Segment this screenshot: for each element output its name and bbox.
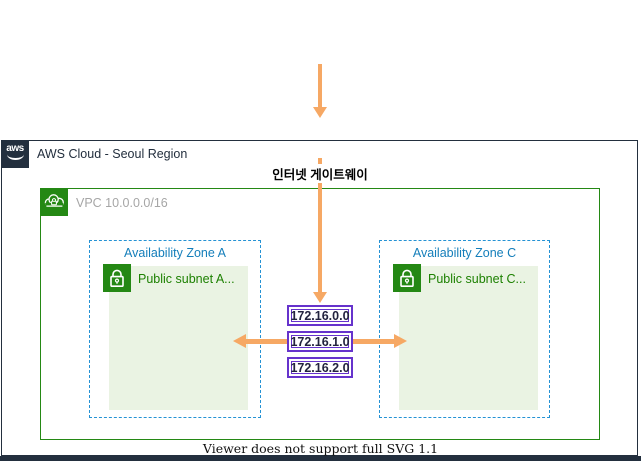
region-title: AWS Cloud - Seoul Region	[37, 147, 188, 161]
subnet-a-padlock-icon	[103, 264, 131, 292]
route-entry-box: 172.16.1.0	[287, 331, 353, 352]
gateway-arrow-head-icon	[313, 292, 327, 303]
public-subnet-a-label: Public subnet A...	[138, 272, 235, 286]
bottom-border-bar	[0, 456, 641, 461]
route-entry-box: 172.16.2.0	[287, 357, 353, 378]
availability-zone-a-box	[89, 240, 261, 418]
aws-logo-text: aws	[6, 143, 24, 154]
public-subnet-c-label: Public subnet C...	[428, 272, 526, 286]
gateway-arrow-shaft	[318, 158, 322, 293]
internet-gateway-label: 인터넷 게이트웨이	[268, 164, 372, 183]
vpc-label: VPC 10.0.0.0/16	[76, 196, 168, 210]
right-arrow-shaft	[352, 339, 395, 344]
subnet-c-padlock-icon	[393, 264, 421, 292]
availability-zone-c-label: Availability Zone C	[412, 246, 517, 260]
internet-arrow-head-icon	[313, 107, 327, 118]
aws-smile-icon	[6, 153, 24, 160]
availability-zone-c-box	[379, 240, 550, 418]
aws-cloud-region-box	[1, 140, 638, 456]
public-subnet-c-box	[399, 266, 538, 410]
aws-logo-icon: aws	[1, 140, 29, 168]
vpc-cloud-lock-icon	[40, 188, 68, 216]
public-subnet-a-box	[109, 266, 248, 410]
svg-viewer-note: Viewer does not support full SVG 1.1	[202, 441, 439, 456]
internet-arrow-shaft	[318, 64, 322, 108]
right-arrow-head-icon	[394, 334, 407, 348]
availability-zone-a-label: Availability Zone A	[124, 246, 226, 260]
left-arrow-head-icon	[233, 334, 246, 348]
route-entry-box: 172.16.0.0	[287, 305, 353, 326]
left-arrow-shaft	[245, 339, 288, 344]
